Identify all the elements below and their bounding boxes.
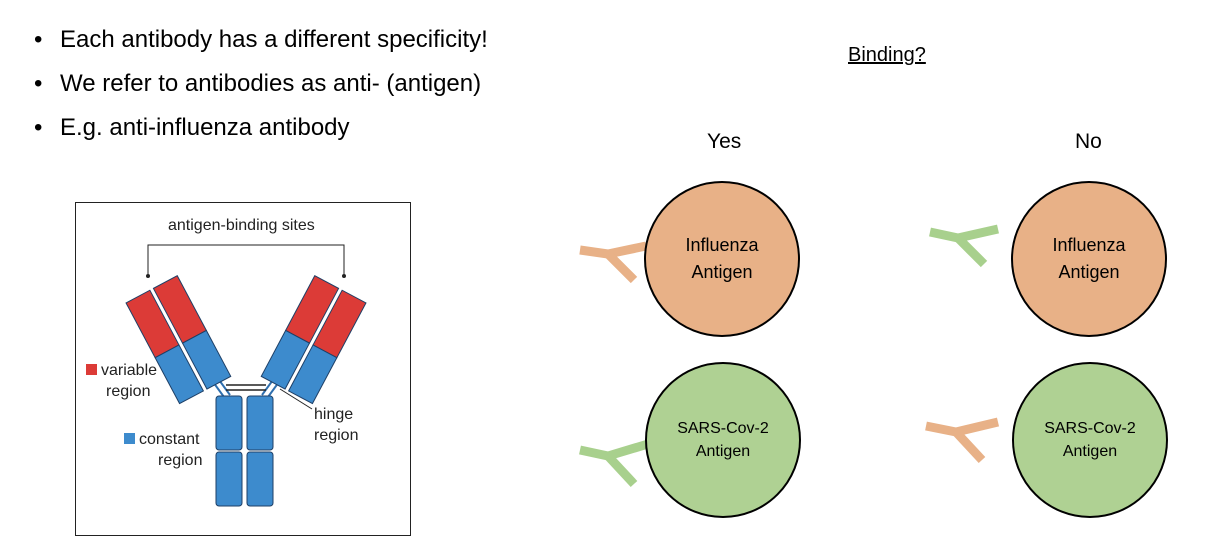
variable-region-label: variable region [86,360,157,402]
constant-region-label: constant region [124,429,202,471]
bullet-item: Each antibody has a different specificit… [30,24,488,68]
antibody-influenza-bound [579,241,647,284]
variable-swatch-icon [86,364,97,376]
constant-swatch-icon [124,433,135,445]
column-yes-label: Yes [707,130,742,153]
column-no-label: No [1075,130,1102,153]
bullet-list: Each antibody has a different specificit… [30,24,488,156]
antibody-sars-unbound [929,224,999,268]
antibody-sars-bound [579,439,650,488]
antibody-influenza-unbound [925,417,1000,464]
antibody-structure-diagram: antigen-binding sites variable region hi… [75,202,411,536]
bullet-item: We refer to antibodies as anti- (antigen… [30,68,488,112]
antibody-structure-illustration [125,244,367,507]
bullet-item: E.g. anti-influenza antibody [30,112,488,156]
binding-heading: Binding? [848,44,926,66]
antigen-binding-sites-label: antigen-binding sites [168,217,315,234]
